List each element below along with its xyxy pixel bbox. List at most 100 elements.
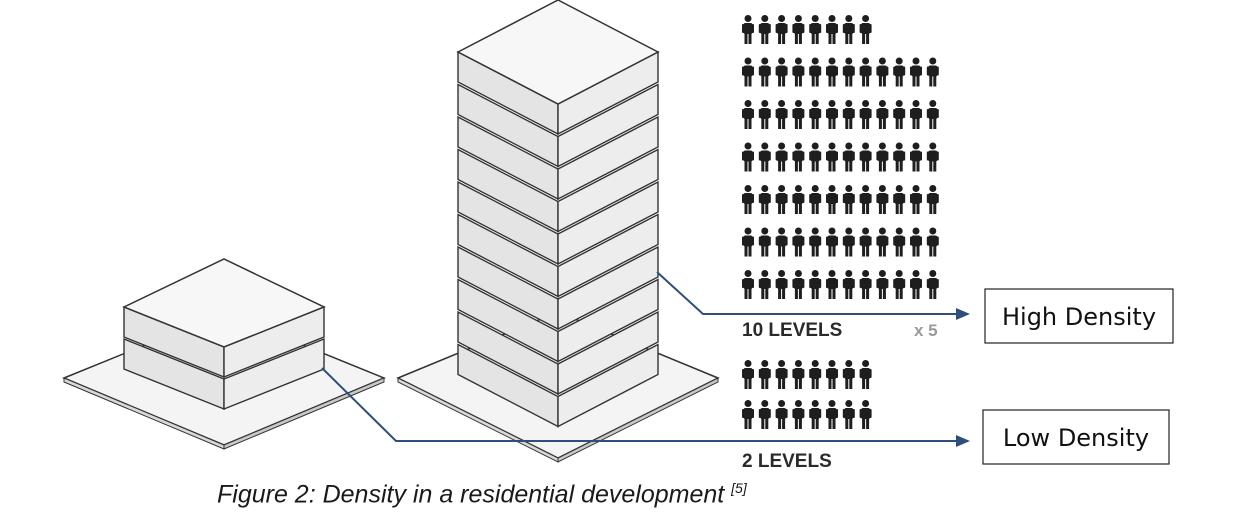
figure-caption: Figure 2: Density in a residential devel…: [217, 480, 747, 509]
low-rise-building: [62, 258, 386, 450]
person-icon: [758, 142, 771, 172]
person-icon: [876, 185, 889, 214]
person-icon: [893, 227, 906, 257]
person-icon: [809, 142, 822, 172]
person-icon: [842, 15, 855, 44]
person-icon: [893, 100, 906, 129]
high-rise-floors: [456, 0, 660, 428]
person-icon: [876, 227, 889, 257]
person-icon: [758, 57, 771, 87]
person-icon: [809, 360, 822, 389]
person-icon: [876, 142, 889, 172]
person-icon: [809, 185, 822, 214]
person-icon: [792, 57, 805, 87]
person-icon: [910, 142, 922, 172]
person-icon: [926, 185, 939, 214]
person-icon: [842, 100, 855, 129]
building-roof: [122, 258, 326, 348]
person-icon: [809, 400, 822, 429]
person-icon: [926, 100, 939, 129]
person-icon: [910, 100, 922, 129]
person-icon: [792, 227, 805, 257]
person-icon: [859, 57, 872, 87]
person-icon: [859, 142, 872, 172]
person-icon: [742, 227, 754, 257]
person-icon: [809, 227, 822, 257]
building-floor: [457, 278, 659, 363]
building-floor: [123, 337, 325, 411]
person-icon: [826, 400, 838, 429]
person-icon: [842, 142, 855, 172]
caption-reference: [5]: [731, 480, 747, 496]
person-icon: [809, 57, 822, 87]
building-floor: [457, 310, 659, 396]
person-icon: [910, 270, 922, 299]
person-icon: [792, 185, 805, 214]
person-icon: [910, 227, 922, 257]
person-icon: [859, 15, 872, 44]
person-icon: [826, 15, 838, 44]
person-icon: [893, 185, 906, 214]
person-icon: [893, 57, 906, 87]
person-icon: [758, 15, 771, 44]
person-icon: [775, 15, 788, 44]
person-icon: [859, 270, 872, 299]
person-icon: [742, 360, 754, 389]
person-icon: [742, 185, 754, 214]
person-icon: [775, 270, 788, 299]
person-icon: [742, 270, 754, 299]
building-floor: [457, 245, 659, 331]
person-icon: [842, 270, 855, 299]
person-icon: [842, 185, 855, 214]
building-floor: [457, 343, 659, 428]
person-icon: [926, 270, 939, 299]
multiplier-label: x 5: [914, 321, 938, 340]
person-icon: [809, 270, 822, 299]
person-icon: [842, 57, 855, 87]
person-icon: [792, 142, 805, 172]
person-icon: [792, 15, 805, 44]
person-icon: [775, 185, 788, 214]
person-icon: [859, 227, 872, 257]
low-density-box: Low Density: [982, 409, 1170, 465]
person-icon: [859, 400, 872, 429]
person-icon: [792, 270, 805, 299]
person-icon: [775, 57, 788, 87]
low-rise-levels-label: 2 LEVELS: [742, 451, 832, 472]
high-density-label: High Density: [1002, 303, 1156, 331]
person-icon: [842, 227, 855, 257]
building-floor: [457, 83, 659, 168]
person-icon: [859, 100, 872, 129]
person-icon: [893, 270, 906, 299]
person-icon: [826, 142, 838, 172]
low-density-connector: [321, 367, 970, 447]
person-icon: [758, 360, 771, 389]
person-icon: [758, 227, 771, 257]
caption-text: Figure 2: Density in a residential devel…: [217, 480, 732, 509]
person-icon: [826, 227, 838, 257]
person-icon: [926, 57, 939, 87]
person-icon: [876, 100, 889, 129]
person-icon: [876, 57, 889, 87]
person-icon: [775, 400, 788, 429]
person-icon: [809, 100, 822, 129]
person-icon: [742, 100, 754, 129]
person-icon: [826, 57, 838, 87]
person-icon: [842, 360, 855, 389]
person-icon: [926, 227, 939, 257]
person-icon: [809, 15, 822, 44]
person-icon: [859, 185, 872, 214]
person-icon: [826, 270, 838, 299]
person-icon: [758, 100, 771, 129]
person-icon: [792, 100, 805, 129]
high-rise-levels-label: 10 LEVELS: [742, 320, 842, 341]
person-icon: [893, 142, 906, 172]
person-icon: [926, 142, 939, 172]
person-icon: [742, 400, 754, 429]
low-density-label: Low Density: [1003, 424, 1149, 452]
person-icon: [910, 57, 922, 87]
person-icon: [876, 270, 889, 299]
person-icon: [758, 270, 771, 299]
person-icon: [826, 185, 838, 214]
person-icon: [792, 360, 805, 389]
